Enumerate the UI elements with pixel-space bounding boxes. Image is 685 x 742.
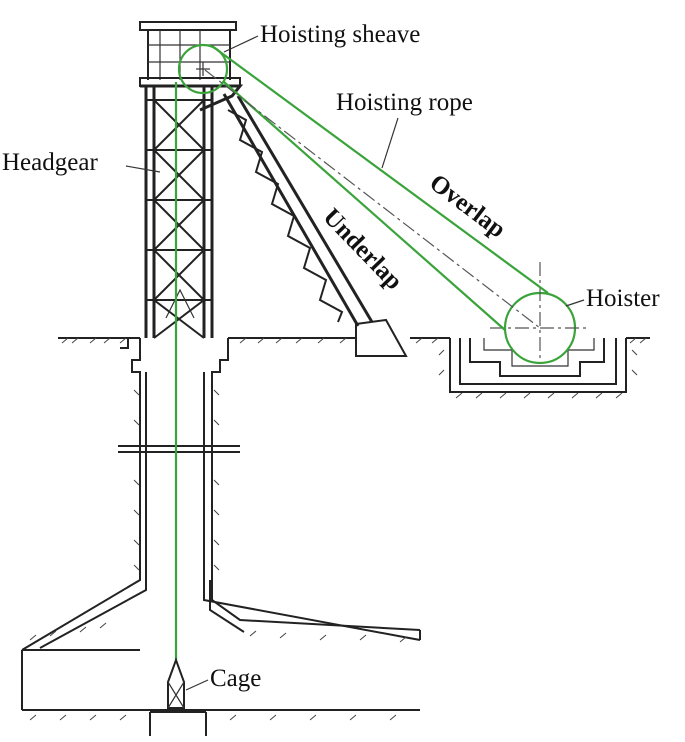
hoister-foundation bbox=[438, 338, 638, 399]
headgear-tower bbox=[139, 21, 244, 339]
leader-lines bbox=[125, 35, 585, 691]
label-cage: Cage bbox=[210, 665, 261, 692]
label-hoisting-rope: Hoisting rope bbox=[336, 89, 473, 116]
ground-surface bbox=[58, 337, 650, 344]
cage bbox=[167, 657, 185, 709]
label-overlap: Overlap bbox=[424, 169, 510, 243]
label-headgear: Headgear bbox=[2, 149, 98, 176]
lower-gallery bbox=[21, 622, 421, 736]
mine-shaft bbox=[21, 338, 421, 651]
label-hoister: Hoister bbox=[586, 285, 660, 312]
hoister-drum bbox=[490, 262, 590, 365]
hoisting-sheave bbox=[177, 43, 229, 95]
label-hoisting-sheave: Hoisting sheave bbox=[260, 21, 420, 48]
hoisting-ropes bbox=[174, 45, 549, 660]
back-leg-truss bbox=[222, 93, 408, 357]
